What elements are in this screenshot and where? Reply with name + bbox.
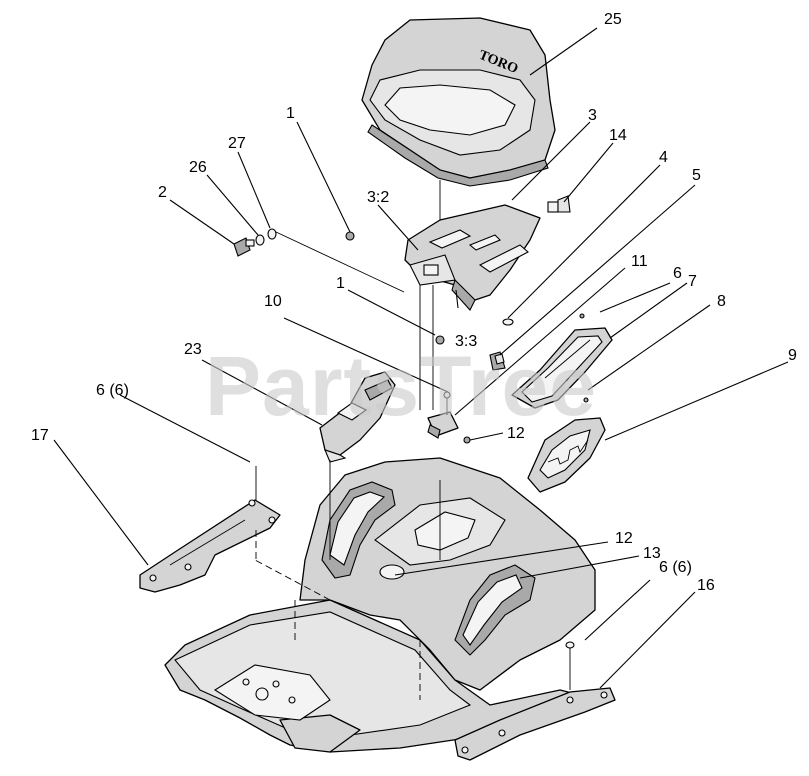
callout-1-mid: 1: [336, 275, 345, 292]
fender-body: [164, 457, 601, 753]
callout-3-3: 3:3: [455, 333, 477, 350]
washer-4: [502, 318, 514, 326]
callout-11: 11: [631, 253, 648, 270]
callout-3-2: 3:2: [367, 189, 389, 206]
callout-14: 14: [609, 127, 627, 144]
callout-13: 13: [643, 545, 661, 562]
callout-6-6-right: 6 (6): [659, 559, 692, 576]
callout-labels: 25 1 3 14 27 26 4 5 2 3:2 11 6 7 1 8 10 …: [31, 11, 797, 594]
shift-plate-7: [511, 327, 613, 409]
callout-17: 17: [31, 427, 49, 444]
callout-6: 6: [673, 265, 682, 282]
side-panel-16: [454, 687, 616, 761]
watermark: PartsTree: [205, 339, 597, 433]
shift-gate: [527, 417, 606, 493]
callout-9: 9: [788, 347, 797, 364]
latch-bracket: [427, 391, 471, 444]
callout-3: 3: [588, 107, 597, 124]
washer-26: [255, 234, 265, 246]
callout-7: 7: [688, 273, 697, 290]
callout-5: 5: [692, 167, 701, 184]
bolt-2: [233, 237, 255, 257]
screw-6: [579, 313, 585, 319]
leader-lines: [53, 27, 789, 689]
callout-27: 27: [228, 135, 246, 152]
callout-8: 8: [717, 293, 726, 310]
callout-12-upper: 12: [507, 425, 525, 442]
seat-pan: [404, 204, 541, 311]
screw-8: [583, 397, 589, 403]
screw-6b: [565, 641, 575, 649]
nut-1a: [345, 231, 355, 241]
callout-10: 10: [264, 293, 282, 310]
callout-6-6-left: 6 (6): [96, 382, 129, 399]
callout-26: 26: [189, 159, 207, 176]
callout-23: 23: [184, 341, 202, 358]
callout-4: 4: [659, 149, 668, 166]
callout-25: 25: [604, 11, 622, 28]
callout-2: 2: [158, 184, 167, 201]
seat: TORO: [361, 17, 556, 187]
knob-5: [489, 351, 506, 371]
cup-holder: [319, 371, 396, 463]
knob-14: [547, 195, 571, 213]
callout-12-lower: 12: [615, 530, 633, 547]
callout-16: 16: [697, 577, 715, 594]
side-panel-17: [139, 499, 281, 593]
callout-1-top: 1: [286, 105, 295, 122]
nut-1b: [435, 335, 445, 345]
washer-27: [267, 228, 277, 240]
